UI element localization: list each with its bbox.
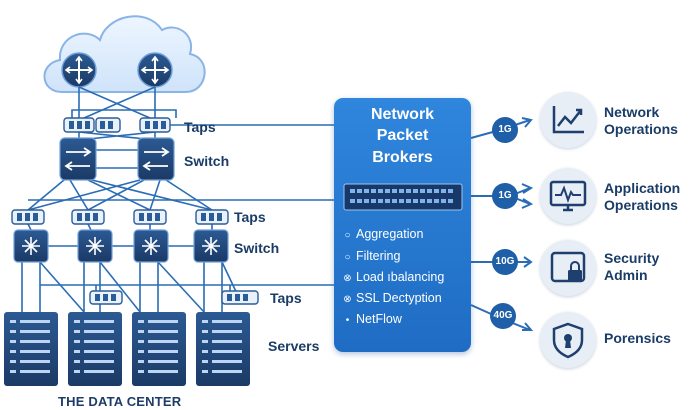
feature-netflow: • NetFlow: [342, 312, 402, 326]
label-taps-mid: Taps: [234, 209, 266, 225]
feature-load-balancing: ⊗ Load ıbalancing: [342, 270, 444, 284]
router-left-icon: [61, 52, 97, 88]
security-admin-node: [540, 240, 596, 296]
switch-top-left-icon: [59, 137, 97, 181]
network-operations-node: [540, 92, 596, 148]
broker-title-line-2: Packet: [376, 127, 429, 144]
server-rack-1-icon: [4, 312, 58, 386]
network-packet-broker: Network Packet Brokers ○ Aggregation ○ Fil…: [334, 98, 471, 352]
taps-mid-row: [11, 209, 229, 225]
application-operations-label: Application Operations: [604, 180, 680, 214]
label-line-2: Operations: [604, 197, 678, 213]
feature-label: Load ıbalancing: [356, 270, 445, 284]
shield-keyhole-icon: [552, 322, 584, 359]
switch-mid-2-icon: [77, 229, 113, 263]
network-operations-label: Network Operations: [604, 104, 678, 138]
feature-ssl-decryption: ⊗ SSL Dectyption: [342, 291, 442, 305]
security-admin-label: Security Admin: [604, 250, 659, 284]
tap-top-mid: [95, 117, 121, 133]
data-center-title: THE DATA CENTER: [58, 394, 182, 409]
server-rack-3-icon: [132, 312, 186, 386]
bullet-icon: ⊗: [343, 294, 352, 305]
switch-mid-1-icon: [13, 229, 49, 263]
bullet-icon: ○: [344, 252, 351, 263]
speed-badge-application: 1G: [492, 183, 518, 209]
line-chart-monitor-icon: [552, 106, 584, 134]
label-line-2: Admin: [604, 267, 648, 283]
speed-badge-security: 10G: [492, 249, 518, 275]
broker-title-line-1: Network: [370, 106, 435, 123]
label-line-2: Operations: [604, 121, 678, 137]
forensics-node: [540, 312, 596, 368]
label-switch-mid: Switch: [234, 240, 280, 256]
broker-output-links: [470, 117, 534, 331]
label-switch-top: Switch: [184, 153, 230, 169]
broker-title-line-3: Brokers: [372, 149, 433, 166]
server-rack-4-icon: [196, 312, 250, 386]
tap-top-left: [63, 117, 95, 133]
application-operations-node: [540, 168, 596, 224]
label-line-1: Application: [604, 180, 681, 196]
label-line-1: Porensics: [604, 330, 671, 346]
network-links: [21, 86, 334, 313]
locked-screen-icon: [550, 251, 586, 283]
label-taps-bottom: Taps: [270, 290, 302, 306]
bullet-icon: •: [345, 315, 350, 326]
speed-badge-network: 1G: [492, 117, 518, 143]
feature-label: Filtering: [356, 249, 401, 263]
label-servers: Servers: [268, 338, 320, 354]
bullet-icon: ○: [344, 230, 351, 241]
label-line-1: Network: [604, 104, 660, 120]
forensics-label: Porensics: [604, 330, 671, 347]
bullet-icon: ⊗: [343, 273, 352, 284]
feature-aggregation: ○ Aggregation: [342, 227, 423, 241]
speed-badge-forensics: 40G: [490, 303, 516, 329]
broker-appliance-icon: [343, 183, 463, 211]
switch-mid-4-icon: [193, 229, 229, 263]
label-taps-top: Taps: [184, 119, 216, 135]
switch-mid-3-icon: [133, 229, 169, 263]
feature-filtering: ○ Filtering: [342, 249, 400, 263]
server-rack-2-icon: [68, 312, 122, 386]
monitor-waveform-icon: [549, 180, 587, 212]
tap-top-right: [139, 117, 171, 133]
tap-bottom-right: [221, 290, 259, 305]
tap-bottom-left: [89, 290, 123, 305]
label-line-1: Security: [604, 250, 660, 266]
feature-label: NetFlow: [356, 312, 402, 326]
feature-label: Aggregation: [356, 227, 424, 241]
switch-top-right-icon: [137, 137, 175, 181]
feature-label: SSL Dectyption: [356, 291, 442, 305]
router-right-icon: [137, 52, 173, 88]
